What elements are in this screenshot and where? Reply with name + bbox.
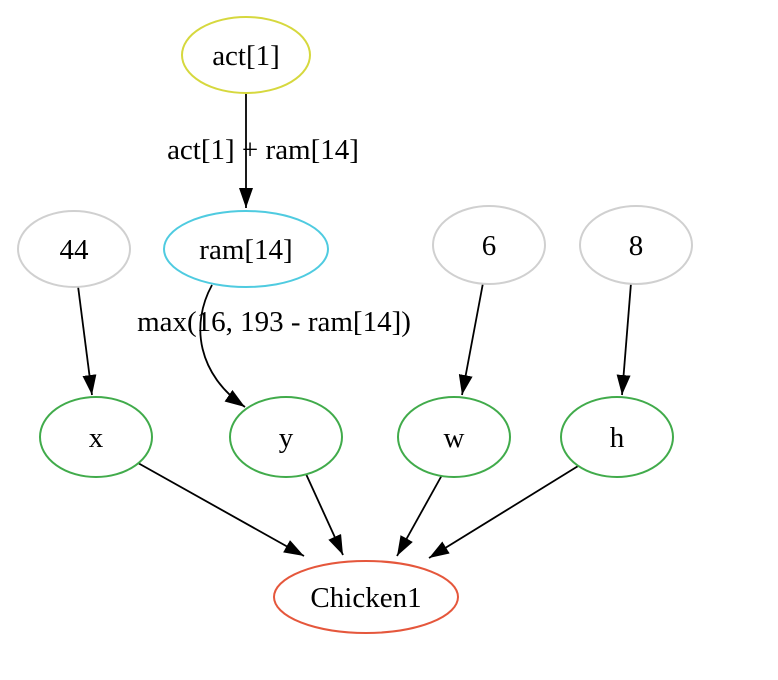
node-x-label: x: [89, 422, 104, 454]
node-44-label: 44: [60, 234, 90, 266]
node-8: 8: [579, 205, 693, 285]
node-chicken1: Chicken1: [273, 560, 459, 634]
edge-w-chicken1: [396, 474, 443, 557]
node-x-ellipse: [39, 396, 153, 478]
node-ram14-label: ram[14]: [199, 234, 292, 266]
node-act1: act[1]: [181, 16, 311, 94]
node-44-ellipse: [17, 210, 131, 288]
node-h-label: h: [610, 422, 625, 454]
node-w-label: w: [444, 422, 465, 454]
edge-x-chicken1: [137, 462, 305, 557]
node-chicken1-label: Chicken1: [310, 582, 421, 614]
node-y-label: y: [279, 422, 294, 454]
node-8-label: 8: [629, 230, 644, 262]
edge-layer: [77, 94, 632, 559]
node-y: y: [229, 396, 343, 478]
node-layer: act[1] 44 ram[14] 6 8 x y w: [17, 16, 693, 634]
node-y-ellipse: [229, 396, 343, 478]
edge-8-h: [616, 282, 632, 396]
node-w: w: [397, 396, 511, 478]
node-ram14: ram[14]: [163, 210, 329, 288]
edge-ram14-y: [199, 284, 246, 408]
node-act1-label: act[1]: [212, 40, 280, 72]
edge-y-chicken1: [305, 473, 344, 556]
node-chicken1-ellipse: [273, 560, 459, 634]
node-6-ellipse: [432, 205, 546, 285]
node-w-ellipse: [397, 396, 511, 478]
node-ram14-ellipse: [163, 210, 329, 288]
node-6: 6: [432, 205, 546, 285]
node-8-ellipse: [579, 205, 693, 285]
edge-label-layer: act[1] + ram[14] max(16, 193 - ram[14]): [137, 134, 411, 338]
edge-h-chicken1: [428, 462, 584, 559]
node-44: 44: [17, 210, 131, 288]
node-act1-ellipse: [181, 16, 311, 94]
edge-6-w: [458, 282, 484, 396]
node-x: x: [39, 396, 153, 478]
edge-label-act1-ram14: act[1] + ram[14]: [167, 134, 359, 166]
node-h: h: [560, 396, 674, 478]
node-6-label: 6: [482, 230, 497, 262]
edge-label-ram14-y: max(16, 193 - ram[14]): [137, 306, 411, 338]
edge-44-x: [77, 285, 97, 396]
node-h-ellipse: [560, 396, 674, 478]
